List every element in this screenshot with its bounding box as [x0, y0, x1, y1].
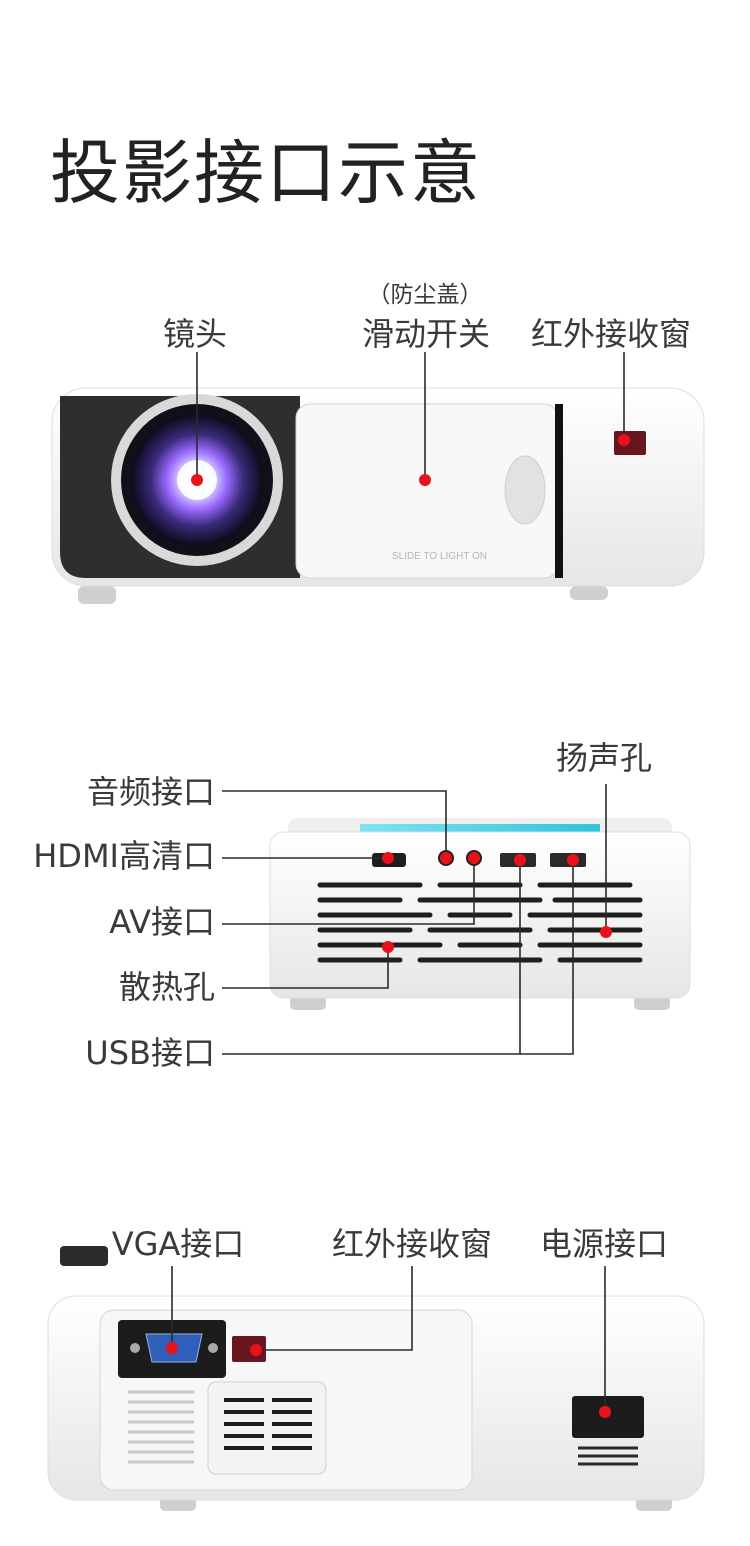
leader-vent	[222, 947, 389, 989]
vent-label: 散热孔	[118, 968, 215, 1006]
marker-usb-2	[567, 854, 579, 866]
marker-slider	[419, 474, 431, 486]
projector-front-view: SLIDE TO LIGHT ON	[51, 352, 705, 604]
hdmi-port-label: HDMI高清口	[33, 837, 215, 875]
slide-grip	[504, 455, 546, 525]
side-top-knob	[60, 1246, 108, 1266]
back-vents	[317, 882, 643, 963]
projector-side-view	[47, 1246, 705, 1511]
cover-edge	[555, 404, 563, 578]
back-foot-left	[290, 996, 326, 1010]
ir-window-label-front: 红外接收窗	[531, 315, 692, 353]
side-vent-slots	[128, 1390, 194, 1464]
lens-label: 镜头	[163, 315, 228, 353]
slider-switch-label: 滑动开关	[361, 315, 491, 353]
side-grille	[224, 1398, 312, 1450]
speaker-label: 扬声孔	[556, 739, 653, 777]
back-foot-right	[634, 996, 670, 1010]
ir-window-front	[614, 431, 646, 455]
vga-screw-left	[130, 1343, 140, 1353]
leader-usb-2	[520, 860, 574, 1055]
usb-port-label: USB接口	[85, 1034, 215, 1072]
av-port-label: AV接口	[109, 903, 215, 941]
marker-av	[468, 852, 480, 864]
foot-right	[570, 586, 608, 600]
ir-window-label-side: 红外接收窗	[331, 1225, 493, 1263]
marker-hdmi	[382, 852, 394, 864]
slide-text: SLIDE TO LIGHT ON	[392, 551, 487, 562]
marker-ir-front	[618, 434, 630, 446]
audio-port-label: 音频接口	[86, 773, 215, 811]
dust-cover-note: （防尘盖）	[367, 282, 483, 308]
vga-screw-right	[208, 1343, 218, 1353]
marker-usb-1	[514, 854, 526, 866]
page-title: 投影接口示意	[50, 132, 482, 214]
marker-vga	[166, 1342, 178, 1354]
marker-audio	[440, 852, 452, 864]
foot-left	[78, 586, 116, 604]
power-port-label: 电源接口	[539, 1225, 669, 1263]
marker-lens	[191, 474, 203, 486]
leader-ir-side	[258, 1266, 413, 1351]
marker-ir-side	[250, 1344, 262, 1356]
vga-port-label: VGA接口	[111, 1225, 245, 1263]
leader-av	[222, 858, 475, 925]
marker-speaker	[600, 926, 612, 938]
marker-vent	[382, 941, 394, 953]
projector-back-view	[222, 784, 691, 1055]
leader-audio	[222, 790, 447, 858]
side-grille-panel	[207, 1381, 327, 1475]
power-vents	[578, 1446, 638, 1466]
marker-power	[599, 1406, 611, 1418]
